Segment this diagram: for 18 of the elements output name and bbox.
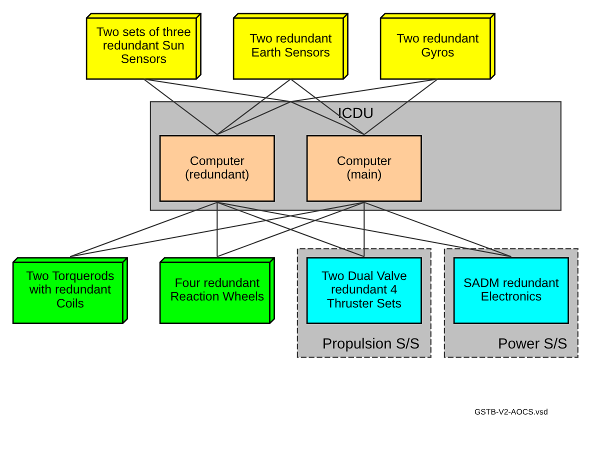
connector — [216, 202, 218, 256]
connector — [70, 201, 218, 257]
connector — [364, 202, 365, 256]
connector — [216, 78, 291, 134]
connector — [216, 78, 438, 135]
connector — [70, 201, 364, 257]
node-box: Computer (main) — [306, 134, 422, 202]
connector — [143, 78, 218, 134]
node-box: Two Dual Valve redundant 4 Thruster Sets — [306, 256, 422, 324]
node-box: Computer (redundant) — [159, 134, 275, 202]
connector — [364, 201, 512, 257]
node-box: SADM redundant Electronics — [453, 256, 569, 324]
connector — [144, 78, 364, 135]
label: GSTB-V2-AOCS.vsd — [474, 406, 548, 416]
connector — [364, 78, 438, 134]
connector — [216, 201, 364, 257]
connector — [290, 78, 365, 134]
connector — [217, 201, 512, 257]
